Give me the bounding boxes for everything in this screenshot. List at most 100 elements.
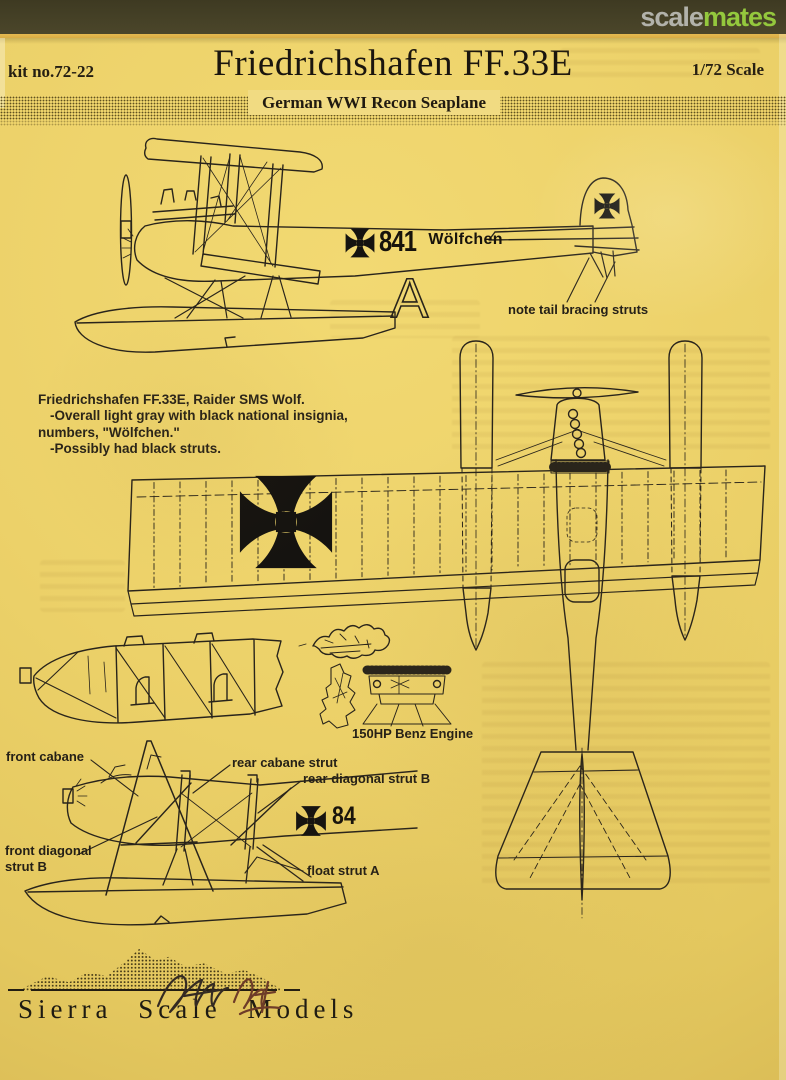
- radiator-burst: [75, 778, 88, 807]
- tail-fin: [579, 177, 638, 257]
- nose-radiator: [121, 228, 134, 259]
- wing-rib-lines: [153, 469, 727, 589]
- fuselage-marking: 841 Wölfchen: [345, 228, 503, 258]
- banner-subtitle: German WWI Recon Seaplane: [248, 90, 500, 115]
- serial-number: 841: [379, 226, 417, 258]
- interior-details: [87, 655, 107, 695]
- engine-mount-legs: [362, 703, 452, 727]
- engine-cylinders: [567, 408, 587, 459]
- bleedthrough-text: [330, 300, 480, 338]
- right-float: [668, 340, 703, 469]
- upper-wing: [143, 137, 323, 173]
- cockpit-opening: [564, 559, 600, 603]
- propeller-top: [515, 386, 639, 399]
- engine-deck: [152, 188, 236, 221]
- engine-caption: 150HP Benz Engine: [352, 726, 474, 741]
- float-struts: [162, 844, 312, 886]
- kit-number: kit no.72-22: [8, 62, 94, 81]
- tailplane-plan: [495, 751, 671, 890]
- watermark-mates-text: mates: [702, 1, 777, 32]
- engine-sketches: [298, 624, 452, 729]
- front-cabane-frame: [105, 740, 214, 896]
- engine-front-body: [368, 675, 446, 705]
- aircraft-name: Wölfchen: [428, 231, 503, 248]
- serial-number-partial: 84: [332, 802, 356, 830]
- seat-front: [130, 676, 155, 706]
- fuselage-iron-cross-insignia: [296, 806, 326, 836]
- cabane-struts: [175, 774, 259, 852]
- scan-edge-right: [779, 34, 786, 1080]
- engine-cowl: [550, 397, 606, 461]
- float: [74, 306, 396, 353]
- note-line: -Overall light gray with black national …: [50, 408, 348, 424]
- note-line: Friedrichshafen FF.33E, Raider SMS Wolf.: [38, 392, 305, 407]
- frame-verticals: [115, 639, 256, 723]
- interplane-struts: [192, 153, 284, 268]
- rigging-wires: [180, 792, 253, 848]
- fuselage-plan: [555, 459, 609, 751]
- brand-name: Sierra Scale Models: [18, 994, 359, 1024]
- tail-iron-cross-insignia: [594, 193, 620, 219]
- label-front-cabane: front cabane: [6, 749, 85, 764]
- engine-front-hub: [432, 679, 442, 689]
- view-label-a: A: [390, 266, 429, 329]
- label-rear-cabane-strut: rear cabane strut: [232, 755, 338, 770]
- tailplane-lines: [497, 769, 669, 859]
- plan-view-drawing: [127, 340, 766, 919]
- propeller-hub: [120, 220, 132, 239]
- left-float-hidden: [461, 467, 493, 589]
- wing-outline: [127, 465, 766, 592]
- iron-cross-insignia: [345, 228, 375, 258]
- signature: [156, 975, 282, 1016]
- annotation-leader-lines: [566, 257, 616, 303]
- propeller: [119, 174, 133, 286]
- engine-front-hub: [372, 679, 382, 689]
- label-leader-lines: [76, 759, 304, 874]
- engine-side-sketch: [319, 663, 356, 729]
- engine-top-sketch: [312, 624, 391, 659]
- cowl-bracing-wires: [495, 429, 667, 467]
- propeller-boss: [572, 388, 582, 398]
- left-float: [459, 340, 494, 469]
- prop-mount: [19, 667, 32, 684]
- float: [24, 877, 347, 926]
- tailplane: [488, 226, 640, 251]
- bleedthrough-text: [482, 662, 770, 890]
- wing-spar: [136, 481, 762, 498]
- label-front-diagonal-strut: front diagonal strut B: [5, 843, 92, 874]
- watermark-bar-shadow: [0, 38, 786, 44]
- lower-wing-edges: [127, 559, 761, 617]
- color-notes: Friedrichshafen FF.33E, Raider SMS Wolf.…: [38, 392, 348, 458]
- engine-front-detail: [390, 675, 410, 695]
- fuselage-cutaway-drawing: [19, 632, 284, 724]
- lower-wing: [200, 253, 321, 285]
- label-rear-diagonal-strut: rear diagonal strut B: [303, 771, 431, 786]
- engine-side-detail: [332, 672, 348, 704]
- side-view-drawing: [74, 137, 640, 353]
- seat-rear: [208, 673, 233, 703]
- fuselage: [133, 220, 594, 283]
- watermark-bar-edge: [0, 34, 786, 38]
- right-float-tail: [671, 575, 701, 641]
- watermark-scale-text: scale: [640, 1, 704, 32]
- front-cockpit-hidden: [566, 507, 598, 543]
- banner-halftone-band-fade: [0, 120, 786, 126]
- wing-iron-cross-insignia: [239, 475, 333, 569]
- left-float-tail: [462, 587, 492, 651]
- truss-diagonals: [35, 643, 256, 719]
- scan-edge-left: [0, 38, 5, 108]
- right-float-hidden: [670, 467, 702, 577]
- note-line: -Possibly had black struts.: [50, 441, 222, 457]
- diagonal-struts: [135, 782, 292, 846]
- deck-fittings: [123, 632, 215, 647]
- rigging-wires: [194, 155, 282, 267]
- float-struts: [164, 275, 292, 319]
- logo-baseline: [8, 989, 300, 991]
- label-float-strut: float strut A: [307, 863, 380, 878]
- bleedthrough-text: [40, 560, 125, 612]
- strut-detail-drawing: [24, 740, 418, 926]
- tail-struts-annotation: note tail bracing struts: [508, 302, 649, 317]
- fuselage-profile: [66, 770, 418, 846]
